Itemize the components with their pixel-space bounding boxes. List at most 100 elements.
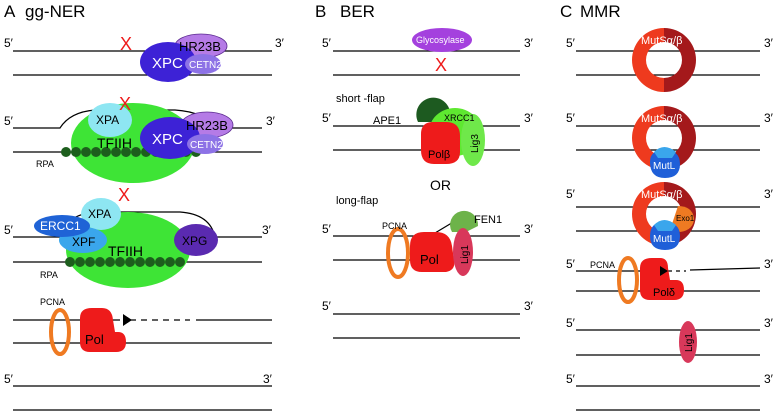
mmr-step-1: 5′ 3′ MutSα/β X: [566, 28, 774, 92]
hr23b-label: HR23B: [186, 118, 228, 133]
hr23b-label: HR23B: [179, 39, 221, 54]
xpf-label: XPF: [72, 235, 95, 249]
three-prime-label: 3′: [524, 222, 534, 236]
ber-step-4: 5′ 3′: [322, 299, 534, 339]
xpa-label: XPA: [88, 207, 111, 221]
xpc-protein: [140, 117, 200, 159]
five-prime-label: 5′: [4, 36, 14, 50]
or-label: OR: [430, 177, 451, 193]
damage-mark: X: [658, 58, 669, 75]
five-prime-label: 5′: [566, 187, 576, 201]
tfiih-label: TFIIH: [97, 135, 132, 151]
ner-step-3: 5′ 3′ X XPA ERCC1 XPF TFIIH XPG RPA: [4, 185, 272, 288]
mutl-cap: [654, 147, 676, 158]
glycosylase-protein: [412, 28, 472, 52]
mutsab-clamp-left: [632, 182, 664, 246]
three-prime-label: 3′: [764, 372, 774, 386]
damage-mark: X: [119, 94, 131, 114]
three-prime-label: 3′: [524, 111, 534, 125]
long-flap-label: long-flap: [336, 195, 378, 207]
rpa-beads: [65, 257, 185, 267]
pcna-ring: [617, 256, 639, 304]
ber-step-3-long-flap: long-flap 5′ 3′ FEN1 PCNA Pol Lig1: [322, 195, 534, 279]
panel-c-title: MMR: [580, 2, 621, 21]
ner-step-4: PCNA Pol: [13, 297, 272, 356]
ner-step-5: 5′ 3′: [4, 372, 273, 411]
lig1-protein: [453, 228, 473, 276]
pcna-ring: [49, 308, 71, 356]
cetn2-protein: [187, 134, 223, 154]
xpg-protein: [174, 224, 218, 256]
fen1-protein: [450, 210, 479, 232]
ner-step-2: 5′ 3′ X XPA TFIIH HR23B XPC CETN2 RPA: [4, 94, 276, 183]
five-prime-label: 5′: [566, 36, 576, 50]
panel-a-letter: A: [4, 2, 16, 21]
five-prime-label: 5′: [566, 111, 576, 125]
five-prime-label: 5′: [4, 372, 14, 386]
mutsab-clamp-left: [632, 28, 664, 92]
pol-protein: [80, 308, 126, 352]
fen1-label: FEN1: [474, 214, 502, 226]
xpc-label: XPC: [152, 55, 183, 72]
pol-label: Pol: [85, 332, 104, 347]
five-prime-label: 5′: [566, 372, 576, 386]
mutsab-label: MutSα/β: [641, 113, 682, 125]
mutl-label: MutL: [653, 234, 676, 245]
five-prime-label: 5′: [322, 222, 332, 236]
pol-label: Pol: [420, 252, 439, 267]
mmr-step-5: 5′ 3′ Lig1: [566, 316, 774, 363]
three-prime-label: 3′: [764, 36, 774, 50]
pol-protein: [410, 232, 455, 272]
ercc1-protein: [34, 215, 90, 237]
damage-mark: X: [120, 34, 132, 54]
xpa-protein: [81, 198, 121, 230]
pcna-label: PCNA: [590, 260, 615, 270]
panel-a-title: gg-NER: [25, 2, 85, 21]
three-prime-label: 3′: [275, 36, 285, 50]
panel-b-title: BER: [340, 2, 375, 21]
ner-step-1: 5′ 3′ X HR23B XPC CETN2: [4, 33, 285, 82]
lig3-label: Lig3: [470, 134, 481, 153]
lig1-label: Lig1: [684, 333, 695, 352]
three-prime-label: 3′: [764, 257, 774, 271]
five-prime-label: 5′: [4, 114, 14, 128]
mutsab-clamp-right: [664, 28, 696, 92]
mutsab-clamp-right: [664, 182, 696, 246]
lig1-protein: [679, 321, 697, 363]
mutsab-clamp-right: [664, 106, 696, 170]
pcna-label: PCNA: [382, 221, 407, 231]
pcna-ring: [386, 227, 410, 279]
three-prime-label: 3′: [263, 372, 273, 386]
xpa-protein: [88, 103, 132, 137]
dna-strand-top-right: [689, 267, 761, 271]
panel-b-letter: B: [315, 2, 326, 21]
lig1-label: Lig1: [460, 245, 471, 264]
three-prime-label: 3′: [764, 187, 774, 201]
mmr-step-2: 5′ 3′ MutSα/β X MutL: [566, 106, 774, 178]
synthesis-arrow-head: [123, 314, 132, 326]
xpg-label: XPG: [182, 234, 207, 248]
cetn2-label: CETN2: [189, 60, 222, 71]
polb-protein: [421, 122, 460, 164]
three-prime-label: 3′: [266, 114, 276, 128]
xrcc1-label: XRCC1: [444, 113, 475, 123]
rpa-label: RPA: [40, 270, 58, 280]
ber-step-1: 5′ 3′ Glycosylase X: [322, 28, 534, 76]
pold-label: Polδ: [653, 287, 675, 299]
synthesis-arrow-head: [660, 266, 668, 276]
three-prime-label: 3′: [262, 223, 272, 237]
exo1-label: Exo1: [676, 214, 695, 223]
five-prime-label: 5′: [566, 257, 576, 271]
polb-label: Polβ: [428, 149, 450, 161]
ape1-label: APE1: [373, 115, 401, 127]
xpc-protein: [140, 42, 196, 82]
ercc1-label: ERCC1: [40, 219, 81, 233]
mmr-step-6: 5′ 3′: [566, 372, 774, 411]
three-prime-label: 3′: [524, 299, 534, 313]
short-flap-label: short -flap: [336, 93, 385, 105]
damage-mark: X: [658, 131, 669, 148]
exo1-protein: [672, 206, 694, 232]
cetn2-label: CETN2: [190, 140, 223, 151]
cetn2-protein: [185, 54, 221, 74]
